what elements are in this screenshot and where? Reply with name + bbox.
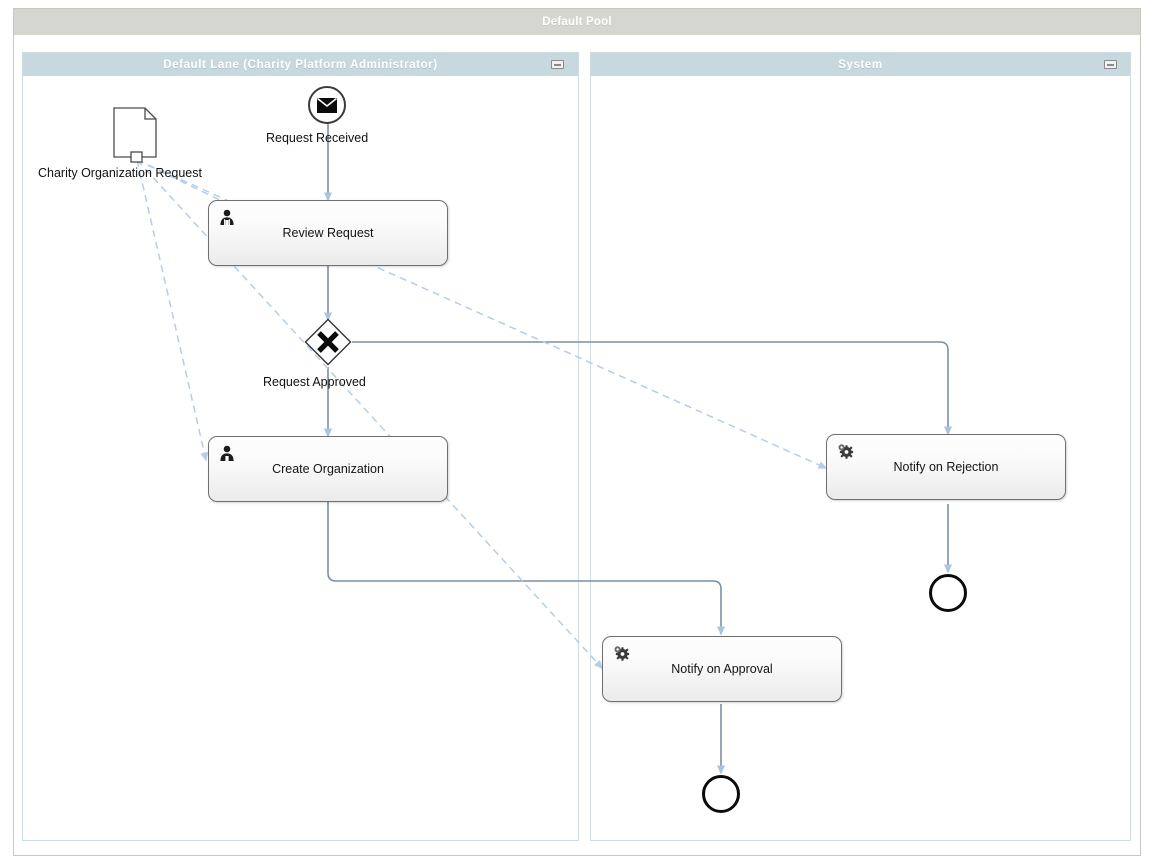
task-create-organization-label: Create Organization — [272, 461, 384, 476]
task-create-organization[interactable]: Create Organization — [208, 436, 448, 502]
envelope-icon — [317, 97, 337, 113]
lane-title-default-lane: Default Lane (Charity Platform Administr… — [163, 58, 438, 71]
task-notify-on-approval[interactable]: Notify on Approval — [602, 636, 842, 702]
lane-collapse-button-default-lane[interactable] — [551, 60, 564, 69]
task-notify-on-rejection-label: Notify on Rejection — [893, 459, 999, 474]
task-review-request-label: Review Request — [282, 225, 374, 240]
lane-title-system: System — [838, 58, 883, 71]
task-review-request[interactable]: Review Request — [208, 200, 448, 266]
pool-title: Default Pool — [542, 16, 612, 28]
user-task-icon — [220, 445, 234, 461]
task-notify-on-rejection[interactable]: Notify on Rejection — [826, 434, 1066, 500]
end-event-approval[interactable] — [702, 775, 740, 813]
gateway-request-approved[interactable] — [304, 318, 352, 366]
lane-collapse-button-system[interactable] — [1104, 60, 1117, 69]
exclusive-gateway-icon — [304, 318, 352, 366]
data-object-label: Charity Organization Request — [38, 166, 202, 180]
gateway-label: Request Approved — [263, 375, 366, 389]
gear-icon — [838, 444, 854, 459]
data-object-charity-organization-request[interactable] — [113, 107, 161, 165]
gear-icon — [614, 646, 630, 661]
start-event-request-received[interactable] — [308, 86, 346, 124]
task-notify-on-approval-label: Notify on Approval — [671, 661, 773, 676]
user-task-icon — [220, 209, 234, 225]
document-icon — [113, 107, 157, 163]
lane-header-default-lane[interactable]: Default Lane (Charity Platform Administr… — [23, 53, 578, 76]
lane-header-system[interactable]: System — [591, 53, 1130, 76]
end-event-rejection[interactable] — [929, 574, 967, 612]
pool-header[interactable]: Default Pool — [14, 9, 1140, 35]
start-event-label: Request Received — [266, 131, 369, 145]
